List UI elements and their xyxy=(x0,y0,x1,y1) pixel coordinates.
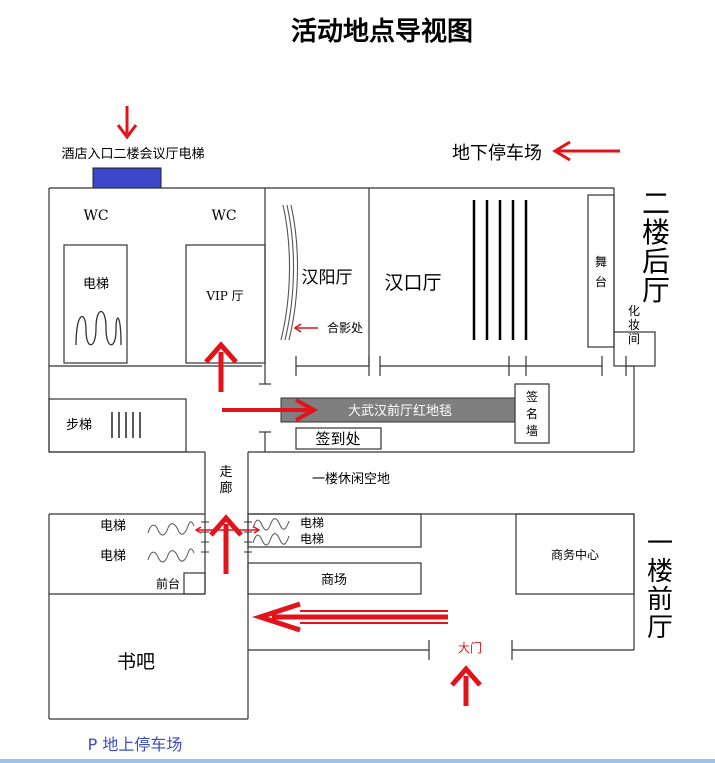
right-arrow-icon xyxy=(222,398,319,422)
elevator-right-2-label: 电梯 xyxy=(300,532,324,546)
elevator-left-2-label: 电梯 xyxy=(100,549,126,564)
svg-text:台: 台 xyxy=(595,274,607,289)
checkin-desk xyxy=(295,427,382,450)
svg-text:走: 走 xyxy=(219,465,232,480)
makeup-room xyxy=(613,331,656,367)
bottom-border xyxy=(0,759,715,763)
elevator-wave-icon xyxy=(147,548,195,563)
svg-text:后: 后 xyxy=(642,245,670,278)
elevator-wave-icon xyxy=(147,521,195,536)
sign-wall xyxy=(514,383,550,444)
makeup-room-label: 化 妆 间 xyxy=(628,304,640,346)
up-arrow-icon xyxy=(209,514,243,574)
svg-text:厅: 厅 xyxy=(642,274,670,307)
hanyang-curtain-arcs xyxy=(280,204,299,341)
stair-lines-icon xyxy=(111,412,141,438)
elevator-wave-icon xyxy=(75,310,122,346)
red-carpet-label: 大武汉前厅红地毯 xyxy=(348,403,452,419)
svg-text:楼: 楼 xyxy=(642,216,670,249)
first-floor-front-hall-label: 一 楼 前 厅 xyxy=(647,529,673,643)
photo-spot-arrow-icon xyxy=(293,323,318,333)
svg-text:一: 一 xyxy=(647,529,673,559)
gate-markers xyxy=(428,640,513,660)
mall-label: 商场 xyxy=(321,573,347,588)
elevator-wave-icon xyxy=(252,533,290,546)
vip-room-label: VIP 厅 xyxy=(205,289,243,303)
hankou-seating-lines xyxy=(472,200,528,340)
stairs-room xyxy=(48,398,187,453)
left-arrow-icon xyxy=(552,140,620,162)
second-floor-back-hall-label: 二 楼 后 厅 xyxy=(642,187,670,307)
svg-text:间: 间 xyxy=(628,332,640,346)
stairs-label: 步梯 xyxy=(66,418,92,433)
svg-text:二: 二 xyxy=(642,187,670,220)
mall xyxy=(247,562,422,595)
up-arrow-icon xyxy=(204,341,238,392)
elevator-left-1-label: 电梯 xyxy=(100,519,126,534)
business-center xyxy=(515,513,635,595)
corridor-walls xyxy=(204,452,249,514)
underground-parking-label: 地下停车场 xyxy=(452,143,542,164)
sign-wall-label: 签 名 墙 xyxy=(526,389,538,438)
leisure-area-label: 一楼休闲空地 xyxy=(312,472,390,487)
hotel-entrance-bar xyxy=(92,167,162,189)
page-title: 活动地点导视图 xyxy=(291,16,473,47)
hotel-entrance-label: 酒店入口二楼会议厅电梯 xyxy=(61,147,204,162)
vip-room xyxy=(185,244,266,364)
svg-text:厅: 厅 xyxy=(647,613,673,643)
svg-text:化: 化 xyxy=(628,304,640,318)
corridor-label: 走 廊 xyxy=(219,465,232,496)
svg-text:前: 前 xyxy=(647,585,673,615)
up-arrow-icon xyxy=(450,665,482,706)
surface-parking-label: P 地上停车场 xyxy=(88,735,183,754)
door-markers xyxy=(259,356,627,452)
wc-left-label: WC xyxy=(83,208,108,224)
svg-text:签: 签 xyxy=(526,389,538,404)
svg-text:墙: 墙 xyxy=(526,424,538,438)
svg-text:楼: 楼 xyxy=(647,557,673,587)
wc-right-label: WC xyxy=(211,208,236,224)
stage xyxy=(587,194,615,348)
left-arrow-icon xyxy=(251,601,448,633)
svg-text:舞: 舞 xyxy=(595,255,607,269)
red-carpet xyxy=(280,397,516,423)
hanyang-hall-label: 汉阳厅 xyxy=(302,268,353,288)
svg-text:妆: 妆 xyxy=(628,318,640,332)
svg-text:名: 名 xyxy=(526,406,538,421)
svg-text:廊: 廊 xyxy=(219,480,232,496)
elevator-room-label: 电梯 xyxy=(83,277,109,292)
front-desk-label: 前台 xyxy=(156,576,180,591)
checkin-label: 签到处 xyxy=(315,430,360,448)
hankou-hall-label: 汉口厅 xyxy=(384,272,441,294)
down-arrow-icon xyxy=(116,106,138,140)
main-gate-label: 大门 xyxy=(458,640,482,655)
elevator-wave-icon xyxy=(252,518,290,531)
corridor-door-ticks xyxy=(201,521,252,553)
front-desk xyxy=(183,572,206,595)
business-center-label: 商务中心 xyxy=(551,547,599,562)
stage-label: 舞 台 xyxy=(595,255,607,289)
book-bar-label: 书吧 xyxy=(117,651,155,673)
elevator-room xyxy=(63,244,128,364)
photo-spot-label: 合影处 xyxy=(327,320,363,335)
elevator-right-1-label: 电梯 xyxy=(300,516,324,530)
